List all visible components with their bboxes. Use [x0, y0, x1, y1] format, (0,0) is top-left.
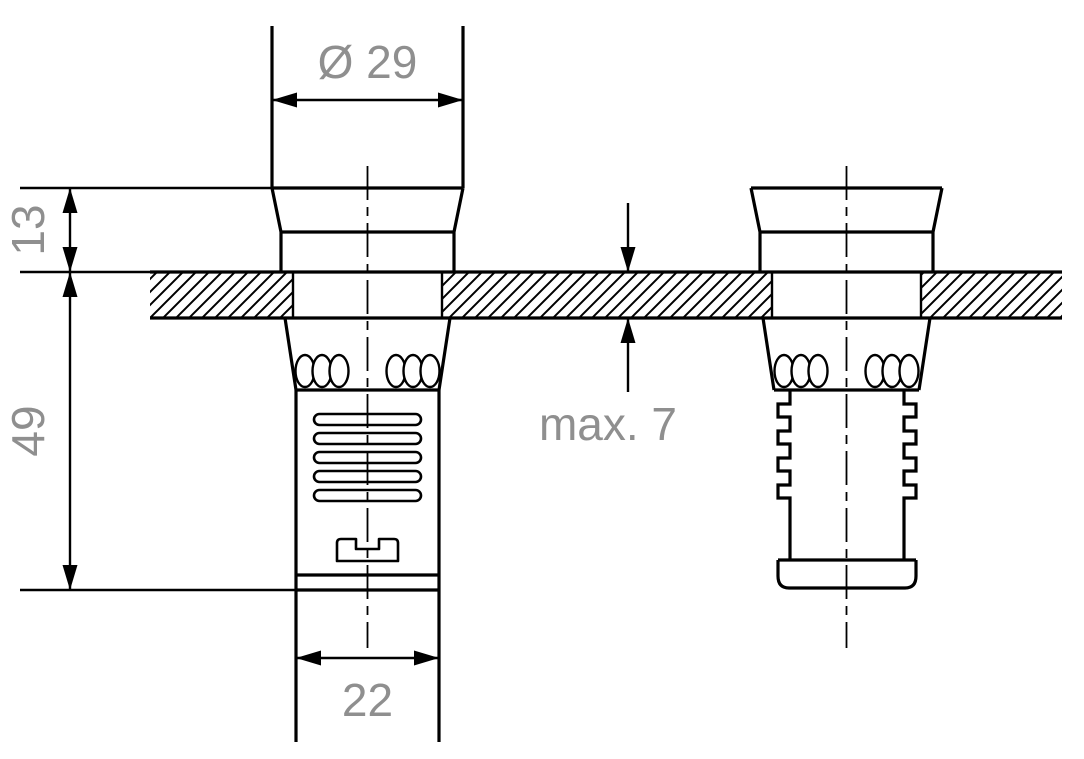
dim-width-label: 22: [342, 674, 393, 726]
coil: [328, 353, 350, 389]
dim-bezel-height-label: 13: [2, 204, 54, 255]
lens-side-lines: [270, 26, 465, 188]
arrowhead: [62, 188, 78, 213]
clip-housing-outline: [761, 317, 932, 392]
arrowhead: [62, 247, 78, 272]
panel-hatch-middle: [442, 272, 772, 318]
side-view-device: [749, 166, 944, 648]
arrowhead: [438, 92, 463, 108]
mounting-panel: [150, 270, 1062, 320]
ribbed-body-right-profile: [902, 390, 918, 560]
panel-hatch-right: [921, 272, 1062, 318]
ribbed-body-left-profile: [776, 390, 792, 560]
coil: [419, 353, 441, 389]
arrowhead: [272, 92, 297, 108]
arrowhead: [62, 272, 78, 297]
panel-hatch-left: [150, 272, 293, 318]
arrowhead: [414, 650, 439, 666]
coil: [807, 353, 829, 389]
arrowhead: [620, 318, 636, 343]
arrowhead: [620, 247, 636, 272]
panel-hole-edges: [291, 272, 923, 318]
front-view-device: [270, 26, 465, 742]
body-side-lines: [294, 390, 441, 742]
dim-depth-label: 49: [2, 405, 54, 456]
spring-clip-coils: [773, 353, 920, 389]
dimension-annotations: Ø 29 13 49 max. 7 22: [2, 36, 677, 726]
coil: [898, 353, 920, 389]
spring-clip-coils: [294, 353, 441, 389]
dim-diameter-label: Ø 29: [318, 36, 418, 88]
arrowhead: [62, 565, 78, 590]
dim-panel-thickness-label: max. 7: [539, 398, 677, 450]
extension-lines: [20, 186, 296, 592]
clip-housing-outline: [283, 317, 452, 392]
arrowhead: [296, 650, 321, 666]
keyway-notch: [335, 537, 400, 563]
